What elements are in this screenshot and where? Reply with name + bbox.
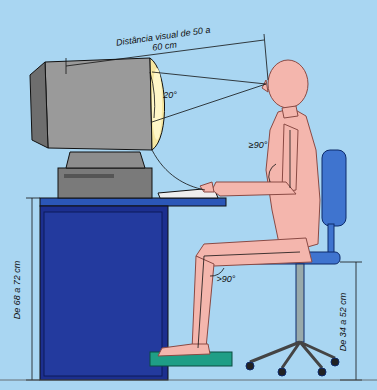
seated-person bbox=[158, 60, 320, 356]
angle-label: >90° bbox=[217, 275, 236, 285]
angle-marks bbox=[198, 130, 300, 348]
floor-line bbox=[0, 380, 377, 381]
dimension-label: De 34 a 52 cm bbox=[339, 293, 349, 352]
monitor bbox=[30, 58, 165, 150]
desk bbox=[40, 198, 226, 380]
angle-label: ≥90° bbox=[249, 141, 268, 151]
sight-lines bbox=[150, 72, 266, 190]
visual-distance-label: Distância visual de 50 a 60 cm bbox=[115, 26, 213, 59]
desk-height-dimension bbox=[26, 198, 40, 380]
dimension-label: De 68 a 72 cm bbox=[13, 261, 23, 320]
angle-label: 20° bbox=[163, 91, 177, 101]
seat-height-dimension bbox=[340, 262, 362, 380]
computer bbox=[58, 152, 152, 198]
